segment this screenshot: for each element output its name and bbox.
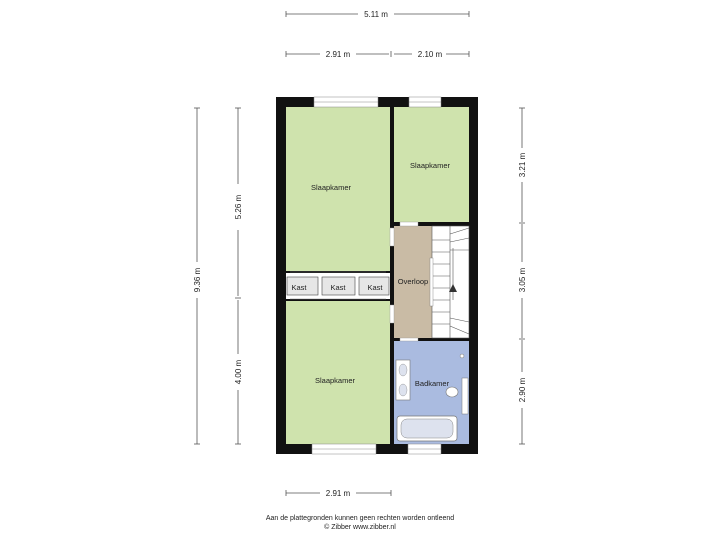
dim-left-total: 9.36 m (193, 267, 202, 292)
landing-area (394, 226, 432, 338)
bathroom-fixtures (395, 353, 469, 442)
doors (389, 221, 419, 342)
closet-label-3: Kast (367, 283, 383, 292)
dim-top-total: 5.11 m (364, 10, 388, 19)
room-label-landing: Overloop (398, 277, 428, 286)
dim-top-right: 2.10 m (418, 50, 443, 59)
bedroom-top-right (394, 107, 469, 222)
bedroom-top-left (286, 107, 390, 271)
room-label-bathroom: Badkamer (415, 379, 450, 388)
bedroom-bottom (286, 301, 390, 444)
closet-1 (286, 276, 319, 296)
room-label-bedroom-top-right: Slaapkamer (410, 161, 451, 170)
room-label-bedroom-top-left: Slaapkamer (311, 183, 352, 192)
stair-arrow-icon (449, 284, 457, 292)
dimension-lines (194, 11, 525, 496)
footer-credit: © Zibber www.zibber.nl (324, 524, 396, 531)
dim-top-left: 2.91 m (326, 50, 351, 59)
inner-walls (290, 271, 386, 300)
stair-area (432, 226, 469, 338)
dim-left-lower: 4.00 m (234, 359, 243, 384)
dim-right-middle: 3.05 m (518, 267, 527, 292)
closet-3 (358, 276, 390, 296)
dim-right-upper: 3.21 m (518, 152, 527, 177)
toilet-icon (445, 386, 459, 398)
dim-right-lower: 2.90 m (518, 377, 527, 402)
dim-left-upper: 5.26 m (234, 194, 243, 219)
building (276, 96, 478, 455)
footer-disclaimer: Aan de plattegronden kunnen geen rechten… (265, 515, 455, 522)
shower-wall (461, 377, 469, 415)
staircase (431, 225, 470, 339)
closet-label-2: Kast (330, 283, 346, 292)
dim-bottom: 2.91 m (326, 489, 351, 498)
room-label-bedroom-bottom: Slaapkamer (315, 376, 356, 385)
closet-2 (321, 276, 356, 296)
closet-label-1: Kast (291, 283, 307, 292)
drain-icon (459, 353, 465, 359)
windows (311, 96, 442, 455)
stair-railing (429, 257, 434, 307)
